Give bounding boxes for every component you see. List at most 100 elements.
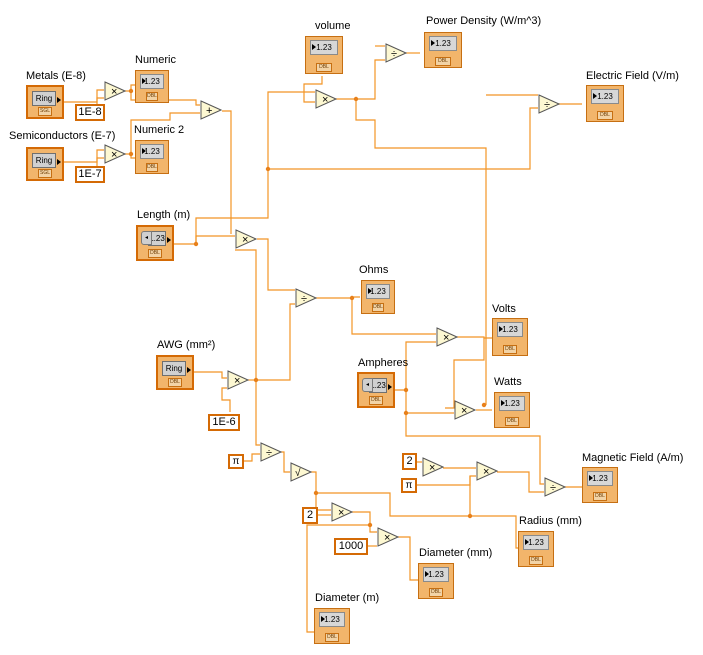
radius-value: 1.23 [523, 535, 549, 550]
sqrt-node[interactable]: √ [290, 462, 312, 482]
volts-indicator[interactable]: 1.23 DBL [492, 318, 528, 356]
divide-node-magnetic-field[interactable]: ÷ [544, 477, 566, 497]
divide-node-power-density[interactable]: ÷ [385, 43, 407, 63]
multiply-symbol: × [483, 466, 489, 478]
amperes-numeric-control[interactable]: 1.23 ◂ DBL [357, 372, 395, 408]
semiconductors-ring-text: Ring [32, 153, 56, 168]
diameter-m-indicator[interactable]: 1.23 DBL [314, 608, 350, 644]
radius-type-tag: DBL [529, 556, 543, 565]
numeric-type-tag: DBL [146, 92, 158, 101]
electric-field-type-tag: DBL [597, 111, 613, 120]
watts-value: 1.23 [499, 396, 525, 411]
multiply-node-volts[interactable]: × [436, 327, 458, 347]
input-arrow-icon [589, 475, 593, 481]
multiply-symbol: × [234, 375, 240, 387]
metals-ring-text: Ring [32, 91, 56, 106]
length-type-tag: DBL [148, 249, 162, 258]
input-arrow-icon [499, 326, 503, 332]
input-arrow-icon [431, 40, 435, 46]
ohms-type-tag: DBL [372, 303, 384, 312]
length-increment-icon: ◂ [141, 231, 152, 245]
add-node[interactable]: + [200, 100, 222, 120]
numeric2-indicator[interactable]: 1.23 DBL [135, 140, 169, 174]
radius-label: Radius (mm) [519, 515, 582, 527]
divide-symbol: ÷ [301, 293, 307, 305]
multiply-node-diameter-mm[interactable]: × [377, 527, 399, 547]
multiply-node-semiconductors[interactable]: × [104, 144, 126, 164]
input-arrow-icon [501, 400, 505, 406]
volume-label: volume [315, 20, 351, 32]
multiply-node-awg[interactable]: × [227, 370, 249, 390]
power-density-value: 1.23 [429, 36, 457, 51]
constant-two-a[interactable]: 2 [402, 453, 417, 470]
awg-ring-control[interactable]: Ring DBL [156, 355, 194, 390]
constant-two-b[interactable]: 2 [302, 507, 318, 524]
divide-node-ohms[interactable]: ÷ [295, 288, 317, 308]
amperes-output-arrow-icon [388, 384, 392, 390]
constant-1e-8[interactable]: 1E-8 [75, 104, 105, 121]
power-density-type-tag: DBL [435, 57, 451, 66]
constant-1e-7[interactable]: 1E-7 [75, 166, 105, 183]
semiconductors-ring-control[interactable]: Ring SGL [26, 147, 64, 181]
electric-field-value: 1.23 [591, 89, 619, 104]
diameter-mm-indicator[interactable]: 1.23 DBL [418, 563, 454, 599]
multiply-symbol: × [461, 405, 467, 417]
volts-label: Volts [492, 303, 516, 315]
numeric2-type-tag: DBL [146, 163, 158, 172]
sqrt-symbol: √ [295, 467, 301, 479]
electric-field-label: Electric Field (V/m) [586, 70, 679, 82]
metals-ring-control[interactable]: Ring SGL [26, 85, 64, 119]
multiply-node-watts[interactable]: × [454, 400, 476, 420]
watts-indicator[interactable]: 1.23 DBL [494, 392, 530, 428]
diameter-m-type-tag: DBL [325, 633, 339, 642]
divide-node-electric-field[interactable]: ÷ [538, 94, 560, 114]
magnetic-field-label: Magnetic Field (A/m) [582, 452, 684, 464]
power-density-indicator[interactable]: 1.23 DBL [424, 32, 462, 68]
constant-pi-a[interactable]: π [228, 454, 244, 469]
multiply-node-metals[interactable]: × [104, 81, 126, 101]
divide-symbol: ÷ [266, 447, 272, 459]
length-numeric-control[interactable]: 1.23 ◂ DBL [136, 225, 174, 261]
semiconductors-type-tag: SGL [38, 169, 52, 178]
semiconductors-output-arrow-icon [57, 159, 61, 165]
ohms-value: 1.23 [366, 284, 390, 299]
numeric-value: 1.23 [140, 74, 164, 89]
metals-label: Metals (E-8) [26, 70, 86, 82]
input-arrow-icon [142, 78, 146, 84]
magnetic-field-indicator[interactable]: 1.23 DBL [582, 467, 618, 503]
multiply-node-two-pi[interactable]: × [422, 457, 444, 477]
divide-node-pi[interactable]: ÷ [260, 442, 282, 462]
magnetic-field-value: 1.23 [587, 471, 613, 486]
multiply-symbol: × [338, 507, 344, 519]
multiply-node-length[interactable]: × [235, 229, 257, 249]
constant-1e-6[interactable]: 1E-6 [208, 414, 240, 431]
ohms-indicator[interactable]: 1.23 DBL [361, 280, 395, 314]
metals-type-tag: SGL [38, 107, 52, 116]
input-arrow-icon [425, 571, 429, 577]
amperes-increment-icon: ◂ [362, 378, 373, 392]
awg-type-tag: DBL [168, 378, 182, 387]
diameter-m-value: 1.23 [319, 612, 345, 627]
add-symbol: + [206, 105, 212, 117]
radius-indicator[interactable]: 1.23 DBL [518, 531, 554, 567]
diameter-m-label: Diameter (m) [315, 592, 380, 604]
multiply-node-diameter[interactable]: × [331, 502, 353, 522]
numeric-indicator[interactable]: 1.23 DBL [135, 70, 169, 103]
length-label: Length (m) [137, 209, 191, 221]
volume-indicator[interactable]: 1.23 DBL [305, 36, 343, 74]
multiply-symbol: × [111, 149, 117, 161]
constant-pi-b[interactable]: π [401, 478, 417, 493]
input-arrow-icon [142, 148, 146, 154]
magnetic-field-type-tag: DBL [593, 492, 607, 501]
multiply-node-volume[interactable]: × [315, 89, 337, 109]
electric-field-indicator[interactable]: 1.23 DBL [586, 85, 624, 122]
awg-label: AWG (mm²) [157, 339, 216, 351]
divide-symbol: ÷ [391, 48, 397, 60]
volume-value: 1.23 [310, 40, 338, 55]
constant-1000[interactable]: 1000 [334, 538, 368, 555]
multiply-node-two-pi-r[interactable]: × [476, 461, 498, 481]
multiply-symbol: × [322, 94, 328, 106]
input-arrow-icon [321, 616, 325, 622]
ohms-label: Ohms [359, 264, 389, 276]
